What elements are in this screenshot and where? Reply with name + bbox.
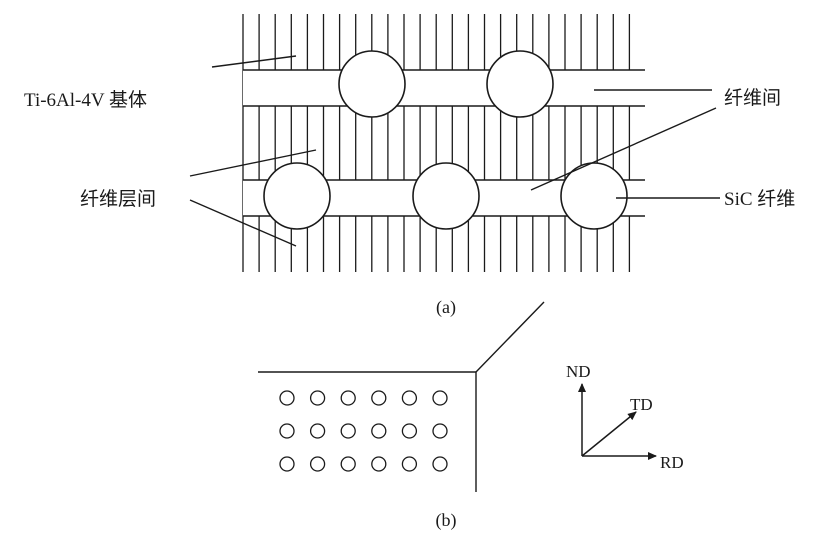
caption-a: (a) xyxy=(436,297,456,318)
label-sic-fiber: SiC 纤维 xyxy=(724,188,795,210)
panel-a: Ti-6Al-4V 基体 纤维间 纤维层间 SiC 纤维 (a) xyxy=(24,14,795,318)
fiber-cross-section xyxy=(279,456,295,472)
axis-td-label: TD xyxy=(630,395,653,414)
fiber-cross-section xyxy=(309,456,326,472)
fiber-cross-section xyxy=(371,390,387,406)
sic-fiber-circle xyxy=(263,162,331,230)
label-fiber-gap: 纤维间 xyxy=(724,87,781,109)
fiber-cross-section xyxy=(401,423,418,439)
axis-td-arrow xyxy=(581,411,637,457)
fiber-cross-section xyxy=(340,456,356,472)
leader-fiber-gap-lower xyxy=(530,107,717,191)
fiber-cross-section-grid xyxy=(279,390,448,472)
caption-b: (b) xyxy=(436,510,457,531)
fiber-cross-section xyxy=(432,390,448,406)
fiber-cross-section xyxy=(340,390,356,406)
label-interlayer: 纤维层间 xyxy=(80,188,156,210)
matrix-grain-lines xyxy=(242,14,631,272)
panel-b: ND TD RD (b) xyxy=(258,301,684,531)
fiber-cross-section xyxy=(309,423,326,439)
leader-interlayer-upper xyxy=(189,149,317,177)
leader-interlayer-lower xyxy=(189,199,297,247)
fiber-cross-section xyxy=(340,423,356,439)
sic-fiber-circle xyxy=(560,162,628,230)
fiber-cross-section xyxy=(432,423,448,439)
sic-fiber-circle xyxy=(486,50,554,118)
axis-nd-label: ND xyxy=(566,362,591,381)
sic-fiber-circle xyxy=(412,162,480,230)
fiber-cross-section xyxy=(309,390,326,406)
block-depth-edge xyxy=(475,301,545,373)
fiber-band-top-fill xyxy=(243,70,645,106)
leader-matrix xyxy=(211,55,297,68)
coordinate-axes xyxy=(578,383,657,460)
sic-fiber-circle xyxy=(338,50,406,118)
label-matrix: Ti-6Al-4V 基体 xyxy=(24,89,147,111)
axis-rd-label: RD xyxy=(660,453,684,472)
fiber-band-bottom xyxy=(243,162,645,230)
fiber-cross-section xyxy=(279,423,295,439)
fiber-cross-section xyxy=(279,390,295,406)
fiber-band-top xyxy=(243,50,645,118)
fiber-cross-section xyxy=(432,456,448,472)
fiber-cross-section xyxy=(371,456,387,472)
fiber-cross-section xyxy=(401,390,418,406)
fiber-cross-section xyxy=(401,456,418,472)
fiber-cross-section xyxy=(371,423,387,439)
